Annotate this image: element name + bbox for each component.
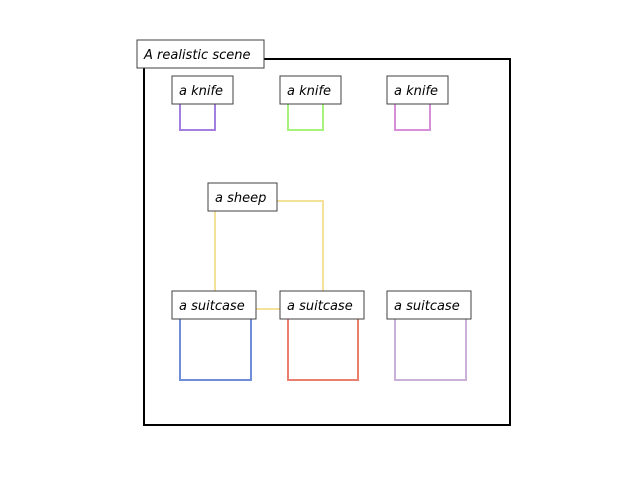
suitcase-label-3: a suitcase (386, 290, 472, 320)
scene-title-label: A realistic scene (136, 39, 265, 69)
scene-frame (143, 58, 511, 426)
knife-label-text-2: a knife (287, 84, 331, 99)
knife-label-2: a knife (279, 75, 342, 105)
suitcase-label-text-2: a suitcase (287, 299, 353, 314)
knife-label-1: a knife (171, 75, 234, 105)
sheep-label-text: a sheep (215, 191, 266, 206)
suitcase-label-text-3: a suitcase (394, 299, 460, 314)
suitcase-box-2 (287, 308, 359, 381)
suitcase-label-1: a suitcase (171, 290, 257, 320)
suitcase-label-2: a suitcase (279, 290, 365, 320)
suitcase-box-3 (394, 308, 467, 381)
knife-label-text-3: a knife (394, 84, 438, 99)
suitcase-label-text-1: a suitcase (179, 299, 245, 314)
sheep-label: a sheep (207, 182, 278, 212)
knife-label-3: a knife (386, 75, 449, 105)
scene-title-text: A realistic scene (143, 48, 250, 63)
suitcase-box-1 (179, 308, 252, 381)
knife-label-text-1: a knife (179, 84, 223, 99)
